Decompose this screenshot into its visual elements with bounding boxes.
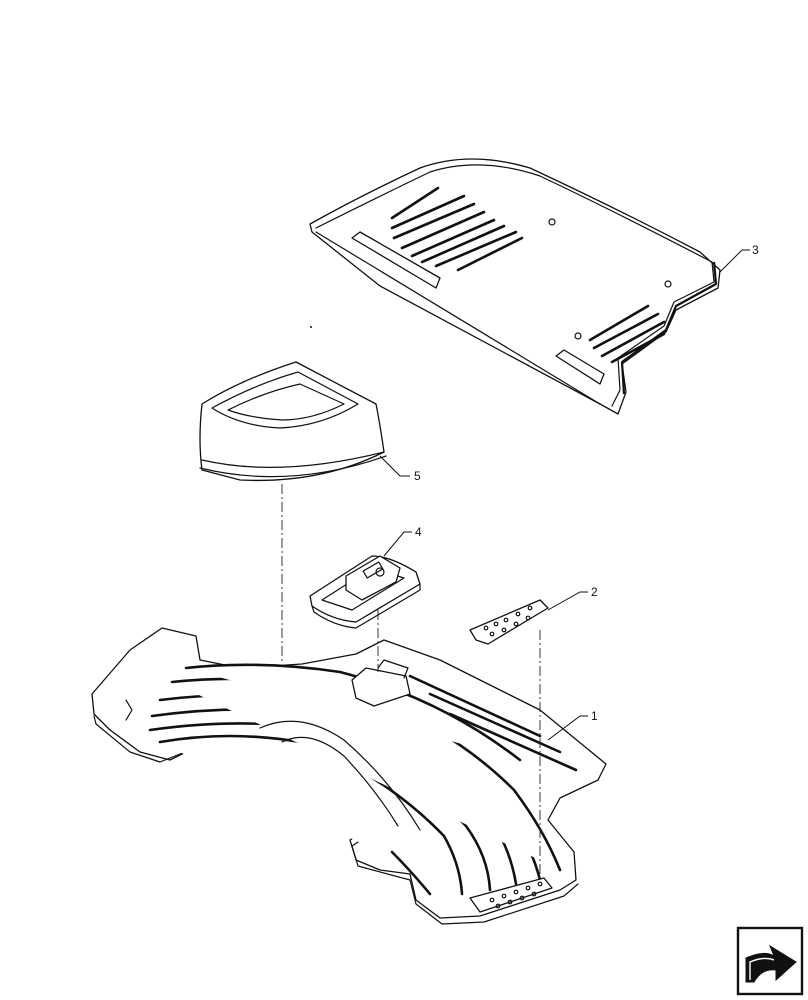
callout-2: 2 — [547, 585, 598, 611]
callout-1-label: 1 — [591, 709, 598, 723]
alignment-lines — [281, 484, 541, 880]
floor-mat-grooves — [148, 663, 562, 896]
storage-tray-part — [199, 361, 387, 482]
stray-mark — [310, 326, 312, 328]
callout-4-label: 4 — [415, 525, 422, 539]
callout-5: 5 — [379, 455, 421, 483]
cover-slots-main — [390, 186, 524, 272]
callout-1: 1 — [547, 709, 598, 741]
cover-slots-right — [588, 304, 666, 364]
switch-plate-part — [309, 555, 421, 629]
callout-5-label: 5 — [414, 469, 421, 483]
callout-4: 4 — [383, 525, 422, 557]
next-page-arrow-icon[interactable] — [736, 926, 804, 996]
callout-2-label: 2 — [591, 585, 598, 599]
rear-floor-cover-part — [309, 158, 721, 415]
pedal-pad-part — [469, 599, 549, 645]
callout-3-label: 3 — [752, 243, 759, 257]
callout-3: 3 — [719, 243, 759, 273]
floor-mat-part — [91, 627, 607, 925]
